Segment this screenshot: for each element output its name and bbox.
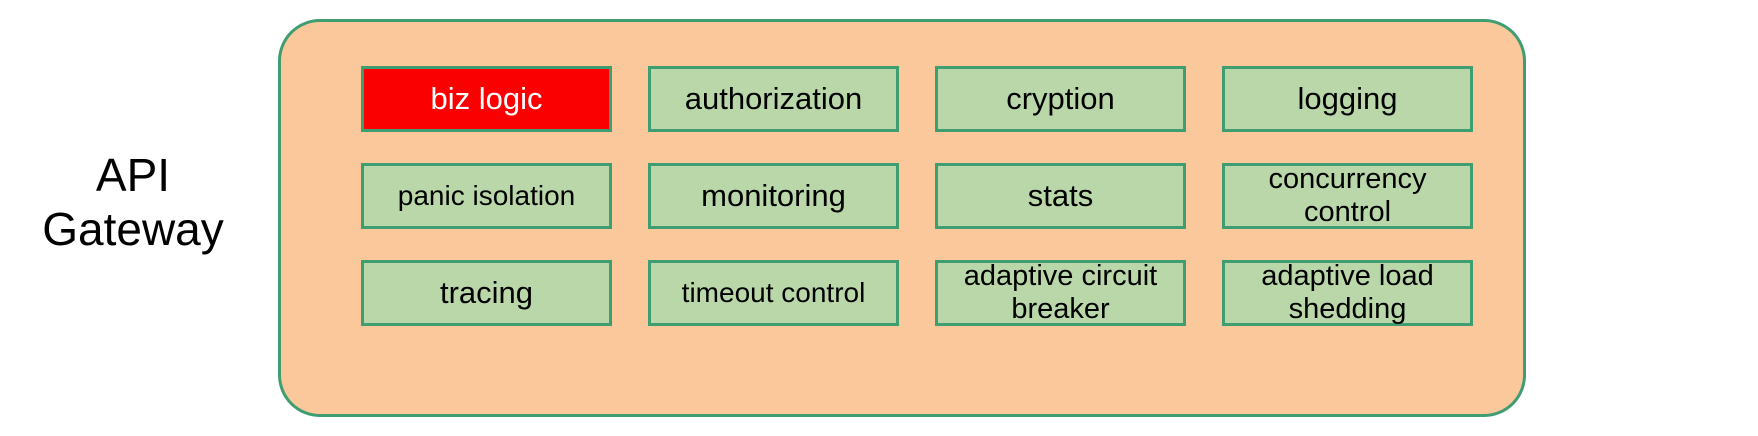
capability-box-stats[interactable]: stats (935, 163, 1186, 229)
capability-box-biz-logic[interactable]: biz logic (361, 66, 612, 132)
api-gateway-label: API Gateway (42, 149, 224, 256)
capability-grid: biz logic authorization cryption logging… (361, 66, 1475, 370)
capability-box-concurrency-control[interactable]: concurrency control (1222, 163, 1473, 229)
capability-box-authorization[interactable]: authorization (648, 66, 899, 132)
capability-box-timeout-control[interactable]: timeout control (648, 260, 899, 326)
capability-box-monitoring[interactable]: monitoring (648, 163, 899, 229)
capability-box-adaptive-load-shedding[interactable]: adaptive load shedding (1222, 260, 1473, 326)
api-gateway-panel: biz logic authorization cryption logging… (278, 19, 1526, 417)
capability-box-cryption[interactable]: cryption (935, 66, 1186, 132)
capability-box-tracing[interactable]: tracing (361, 260, 612, 326)
capability-box-logging[interactable]: logging (1222, 66, 1473, 132)
capability-box-adaptive-circuit-breaker[interactable]: adaptive circuit breaker (935, 260, 1186, 326)
capability-box-panic-isolation[interactable]: panic isolation (361, 163, 612, 229)
